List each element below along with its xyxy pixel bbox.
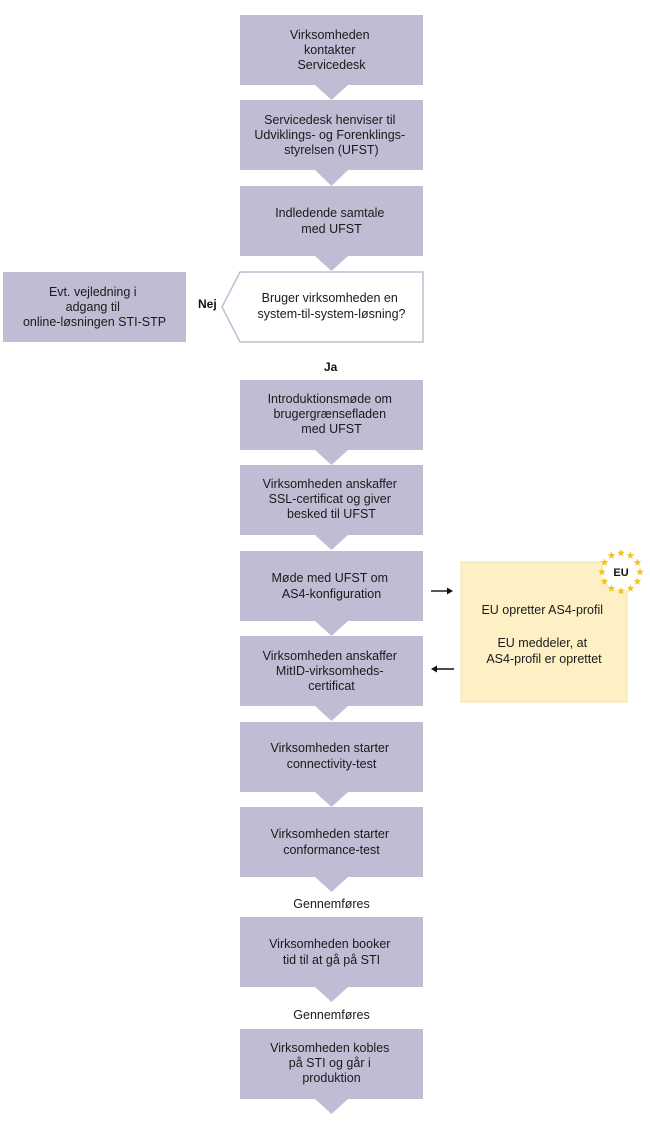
step-box-shape — [240, 917, 423, 987]
step-box-initial-conversation: Indledende samtale med UFST — [240, 186, 423, 256]
down-arrow-icon — [315, 170, 348, 186]
eu-panel-shape — [460, 561, 628, 703]
down-arrow-icon — [315, 1099, 348, 1114]
down-arrow-icon — [315, 987, 348, 1002]
step-box-shape — [240, 1029, 423, 1099]
eu-badge-label: EU — [613, 567, 628, 579]
step-box-servicedesk-refers: Servicedesk henviser til Udviklings- og … — [240, 100, 423, 170]
eu-star-icon — [617, 549, 625, 557]
step-box-label: Indledende samtale med UFST — [275, 206, 388, 236]
arrow-left-icon — [431, 665, 437, 673]
down-arrow-icon — [315, 706, 348, 721]
down-arrow-icon — [315, 450, 348, 465]
eu-star-icon — [626, 551, 635, 559]
step-box-go-live: Virksomheden kobles på STI og går i prod… — [240, 1029, 423, 1099]
down-arrow-icon — [315, 621, 348, 636]
label-completed-1: Gennemføres — [293, 897, 369, 911]
step-box-shape — [240, 465, 423, 535]
step-box-label: Virksomheden anskaffer SSL-certificat og… — [263, 477, 401, 521]
step-box-contact-servicedesk: Virksomheden kontakter Servicedesk — [240, 15, 423, 85]
arrow-to-eu — [431, 587, 453, 595]
eu-panel-text: EU opretter AS4-profil EU meddeler, at A… — [481, 603, 606, 666]
step-box-shape — [240, 807, 423, 877]
decision-label: Bruger virksomheden en system-til-system… — [258, 291, 406, 321]
step-box-book-time: Virksomheden booker tid til at gå på STI — [240, 917, 423, 987]
label-yes: Ja — [324, 360, 338, 374]
eu-badge-circle — [602, 553, 640, 591]
flow-arrows — [315, 85, 348, 1114]
step-box-label: Virksomheden kobles på STI og går i prod… — [270, 1041, 393, 1085]
eu-panel: EU opretter AS4-profil EU meddeler, at A… — [460, 561, 628, 703]
arrow-right-icon — [447, 587, 453, 595]
down-arrow-icon — [315, 85, 348, 100]
step-box-label: Virksomheden kontakter Servicedesk — [290, 28, 373, 72]
step-box-label: Virksomheden booker tid til at gå på STI — [269, 937, 394, 967]
side-box-label: Evt. vejledning i adgang til online-løsn… — [23, 285, 166, 329]
side-box-guidance: Evt. vejledning i adgang til online-løsn… — [3, 272, 186, 342]
down-arrow-icon — [315, 256, 348, 271]
step-box-label: Virksomheden anskaffer MitID-virksomheds… — [263, 649, 401, 693]
eu-star-icon — [633, 558, 642, 566]
eu-star-icon — [607, 551, 616, 559]
step-box-label: Møde med UFST om AS4-konfiguration — [272, 571, 392, 601]
down-arrow-icon — [315, 792, 348, 807]
label-completed-2: Gennemføres — [293, 1008, 369, 1022]
decision-node: Bruger virksomheden en system-til-system… — [221, 271, 424, 343]
step-box-as4-meeting: Møde med UFST om AS4-konfiguration — [240, 551, 423, 621]
step-box-shape — [240, 551, 423, 621]
eu-star-icon — [607, 584, 616, 592]
down-arrow-icon — [315, 535, 348, 550]
eu-star-icon — [600, 558, 609, 566]
eu-star-icon — [633, 577, 642, 585]
label-no: Nej — [198, 297, 217, 311]
step-box-shape — [240, 186, 423, 256]
eu-stars — [598, 549, 644, 595]
eu-flag-icon: EU — [598, 549, 644, 595]
step-box-mitid-certificate: Virksomheden anskaffer MitID-virksomheds… — [240, 636, 423, 706]
step-box-label: Introduktionsmøde om brugergrænsefladen … — [268, 392, 396, 436]
eu-star-icon — [636, 568, 644, 576]
step-box-shape — [240, 636, 423, 706]
step-box-conformance-test: Virksomheden starter conformance-test — [240, 807, 423, 877]
step-box-shape — [240, 100, 423, 170]
step-box-connectivity-test: Virksomheden starter connectivity-test — [240, 722, 423, 792]
step-box-label: Servicedesk henviser til Udviklings- og … — [254, 113, 408, 157]
step-box-ssl-certificate: Virksomheden anskaffer SSL-certificat og… — [240, 465, 423, 535]
eu-star-icon — [626, 584, 635, 592]
arrow-from-eu — [431, 665, 454, 673]
eu-star-icon — [600, 577, 609, 585]
eu-star-icon — [617, 587, 625, 595]
step-box-label: Virksomheden starter conformance-test — [270, 827, 392, 857]
step-box-shape — [240, 15, 423, 85]
down-arrow-icon — [315, 877, 348, 892]
side-box-shape — [3, 272, 186, 342]
step-box-intro-meeting: Introduktionsmøde om brugergrænsefladen … — [240, 380, 423, 450]
eu-star-icon — [598, 568, 606, 576]
decision-shape — [221, 271, 424, 343]
step-box-label: Virksomheden starter connectivity-test — [270, 741, 392, 771]
step-box-shape — [240, 722, 423, 792]
step-box-shape — [240, 380, 423, 450]
